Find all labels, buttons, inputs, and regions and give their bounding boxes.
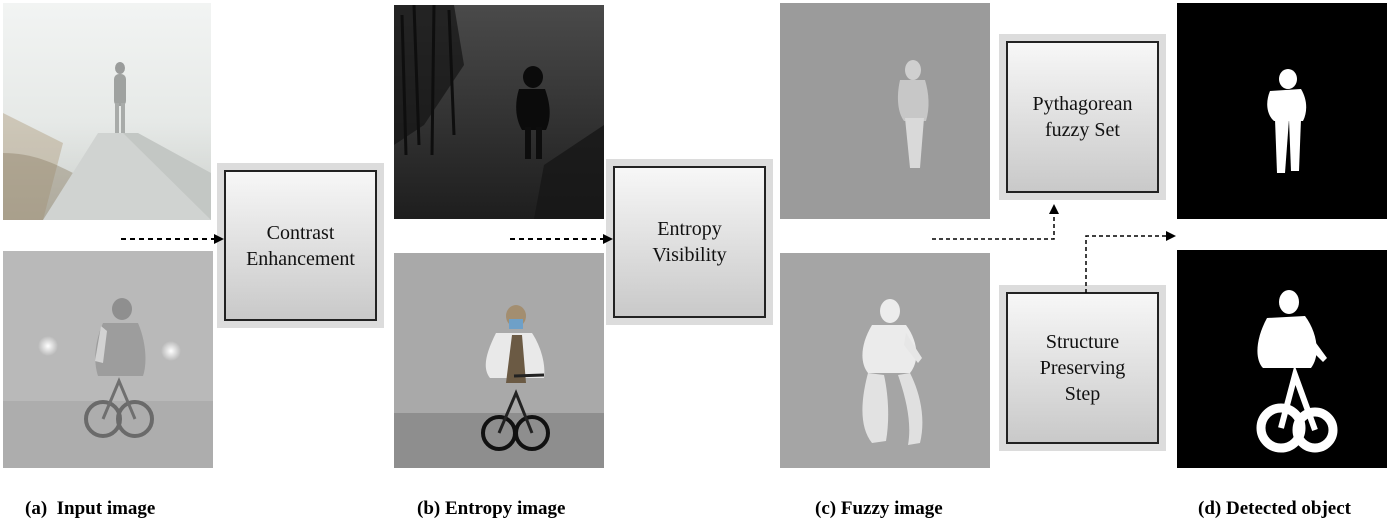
entropy-image-pedestrian xyxy=(394,5,604,219)
pythagorean-fuzzy-set-box: Pythagorean fuzzy Set xyxy=(999,34,1166,200)
pythagorean-fuzzy-set-label: Pythagorean fuzzy Set xyxy=(1032,93,1133,141)
caption-fuzzy-image: (c) Fuzzy image xyxy=(815,498,943,519)
structure-preserving-step-box: Structure Preserving Step xyxy=(999,285,1166,451)
caption-entropy-image: (b) Entropy image xyxy=(417,498,566,519)
caption-detected-object: (d) Detected object xyxy=(1198,498,1351,519)
detected-mask-pedestrian xyxy=(1177,3,1387,219)
input-image-cyclist xyxy=(3,251,213,468)
entropy-visibility-box: Entropy Visibility xyxy=(606,159,773,325)
contrast-enhancement-label: Contrast Enhancement xyxy=(246,221,355,270)
entropy-visibility-label: Entropy Visibility xyxy=(652,218,727,266)
contrast-enhancement-box: Contrast Enhancement xyxy=(217,163,384,328)
input-image-pedestrian xyxy=(3,3,211,220)
caption-input-image: (a) Input image xyxy=(25,498,156,519)
fuzzy-image-pedestrian xyxy=(780,3,990,219)
fuzzy-image-cyclist xyxy=(780,253,990,468)
structure-preserving-step-label: Structure Preserving Step xyxy=(1039,331,1126,405)
entropy-image-cyclist xyxy=(394,253,604,468)
detected-mask-cyclist xyxy=(1177,250,1387,468)
